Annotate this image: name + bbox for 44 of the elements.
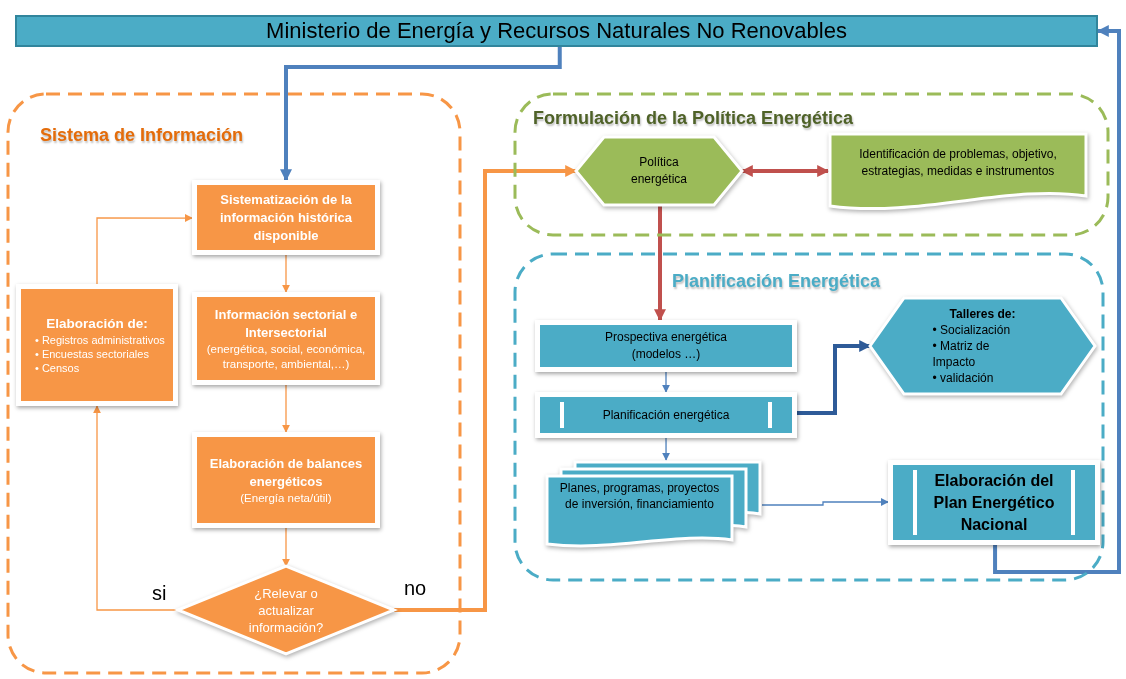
box-text: Política energética — [629, 154, 688, 188]
arrow — [96, 214, 193, 285]
arrow — [662, 371, 670, 393]
group-title: Planificación Energética — [672, 271, 881, 291]
hexagon-node — [576, 137, 742, 205]
banner-text: Ministerio de Energía y Recursos Naturales No Renovables — [266, 20, 847, 42]
box-text: Prospectiva energética — [604, 329, 728, 346]
arrow — [797, 340, 872, 415]
box-heading: Talleres de: — [949, 306, 1016, 322]
box-text: (energética, social, económica, transporte, ambiental,…) — [205, 341, 367, 372]
dashed-group-frame — [6, 92, 462, 675]
hexagon-node — [870, 298, 1095, 394]
list-item: • Encuestas sectoriales — [35, 347, 150, 361]
box-text: Planes, programas, proyectos de inversión, financiamiento — [558, 480, 721, 512]
arrow — [282, 527, 290, 567]
box-text: ¿Relevar o actualizar información? — [247, 584, 325, 636]
arrow — [993, 25, 1121, 574]
dashed-group-frame — [513, 252, 1105, 582]
list-item: • Matriz de Impacto — [932, 338, 991, 370]
box-text: (Energía neta/útil) — [240, 490, 332, 506]
arrow — [282, 384, 290, 433]
group-title: Sistema de Información — [40, 125, 244, 145]
arrow — [282, 254, 290, 293]
dashed-group-frame — [513, 92, 1110, 237]
arrow — [740, 165, 830, 178]
arrow — [761, 498, 889, 506]
list-item: • Socialización — [932, 322, 1012, 338]
box-text: Identificación de problemas, objetivo, estrategias, medidas e instrumentos — [858, 146, 1058, 180]
list-item: • validación — [932, 370, 995, 386]
box-heading: Elaboración de: — [45, 315, 149, 333]
group-title: Formulación de la Política Energética — [533, 108, 854, 128]
box-text: (modelos …) — [631, 346, 701, 363]
box-heading: Sistematización de la información histórica disponible — [218, 190, 354, 245]
arrow — [662, 437, 671, 461]
box-heading: Elaboración de balances energéticos — [208, 454, 364, 491]
box-heading: Información sectorial e Intersectorial — [213, 305, 359, 342]
arrow — [280, 47, 562, 182]
box-text: Planificación energética — [602, 407, 730, 424]
box-text: Elaboración del Plan Energético Nacional — [932, 470, 1056, 535]
list-item: • Registros administrativos — [35, 333, 165, 347]
arrow — [654, 205, 666, 322]
list-item: • Censos — [35, 361, 81, 375]
title-banner — [15, 15, 1098, 47]
arrow — [394, 165, 578, 612]
